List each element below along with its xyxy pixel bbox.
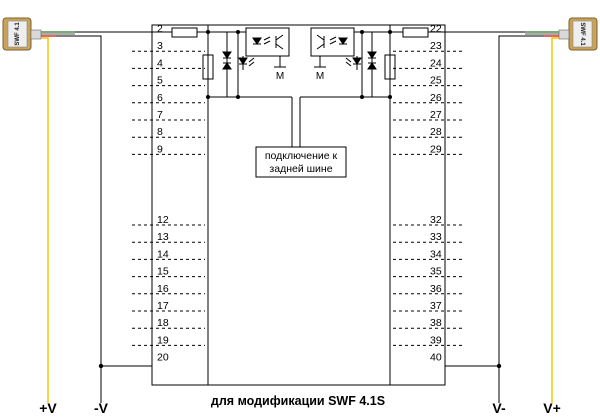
wire-left-negative [56,35,102,403]
pin-label-25: 25 [430,75,442,87]
junction-right-c [388,95,392,99]
resistor-series-left [171,27,198,38]
junction-right-a [388,30,392,34]
module-outline [151,24,446,386]
pin-label-37: 37 [430,300,442,312]
junction-right-d [360,95,364,99]
input-circuit-left [171,27,293,147]
pin-label-26: 26 [430,92,442,104]
pin-label-2: 2 [157,23,163,35]
junction-left-c [206,95,210,99]
module-label-left: M [276,71,284,82]
pin-label-40: 40 [430,352,442,364]
input-circuit-right [299,27,429,147]
pin-label-29: 29 [430,143,442,155]
junction-left-20 [98,363,104,369]
pin-label-32: 32 [430,214,442,226]
junction-left-d [236,95,240,99]
pin-label-3: 3 [157,40,163,52]
pin-label-27: 27 [430,109,442,121]
pin-label-13: 13 [157,231,169,243]
pin-label-18: 18 [157,317,169,329]
optocoupler-right [310,27,355,57]
junction-left-a [206,30,210,34]
pin-label-33: 33 [430,231,442,243]
pin-label-14: 14 [157,248,169,260]
rail-right-negative-label: V- [492,400,506,416]
backbus-note-line1: подключение к [265,150,338,162]
pin-label-4: 4 [157,57,163,69]
optocoupler-left [245,27,290,57]
pin-label-35: 35 [430,266,442,278]
backbus-note-box [255,146,347,178]
pin-label-7: 7 [157,109,163,121]
terminal-pins: 2345678912131415161718192022232425262728… [132,23,464,364]
pin-label-20: 20 [157,352,169,364]
sensor-left: SWF 4.1 [2,17,42,51]
pin-label-19: 19 [157,334,169,346]
backbus-note-line2: задней шине [269,163,332,175]
rail-left-negative-label: -V [94,400,109,416]
pin-label-12: 12 [157,214,169,226]
resistor-series-right [402,27,429,38]
pin-label-34: 34 [430,248,442,260]
sensor-right: SWF 4.1 [558,17,598,51]
pin-label-17: 17 [157,300,169,312]
pin-label-24: 24 [430,57,442,69]
rail-left-positive-label: +V [39,400,57,416]
rail-right-positive-label: V+ [543,400,561,416]
pin-label-22: 22 [430,23,442,35]
pin-label-6: 6 [157,92,163,104]
junction-left-b [236,30,240,34]
cable-right [525,31,559,403]
pin-label-39: 39 [430,334,442,346]
pin-label-15: 15 [157,266,169,278]
pin-label-28: 28 [430,126,442,138]
pin-label-23: 23 [430,40,442,52]
wire-right-negative [498,35,544,403]
cable-left [41,31,75,403]
pin-label-38: 38 [430,317,442,329]
pin-label-5: 5 [157,75,163,87]
sensor-left-label: SWF 4.1 [15,22,21,46]
sensor-right-label: SWF 4.1 [579,22,585,46]
junction-right-40 [496,363,502,369]
pin-label-36: 36 [430,283,442,295]
module-label-right: M [316,71,324,82]
caption: для модификации SWF 4.1S [211,394,385,408]
pin-label-8: 8 [157,126,163,138]
junction-right-b [360,30,364,34]
pin-label-16: 16 [157,283,169,295]
pin-label-9: 9 [157,143,163,155]
